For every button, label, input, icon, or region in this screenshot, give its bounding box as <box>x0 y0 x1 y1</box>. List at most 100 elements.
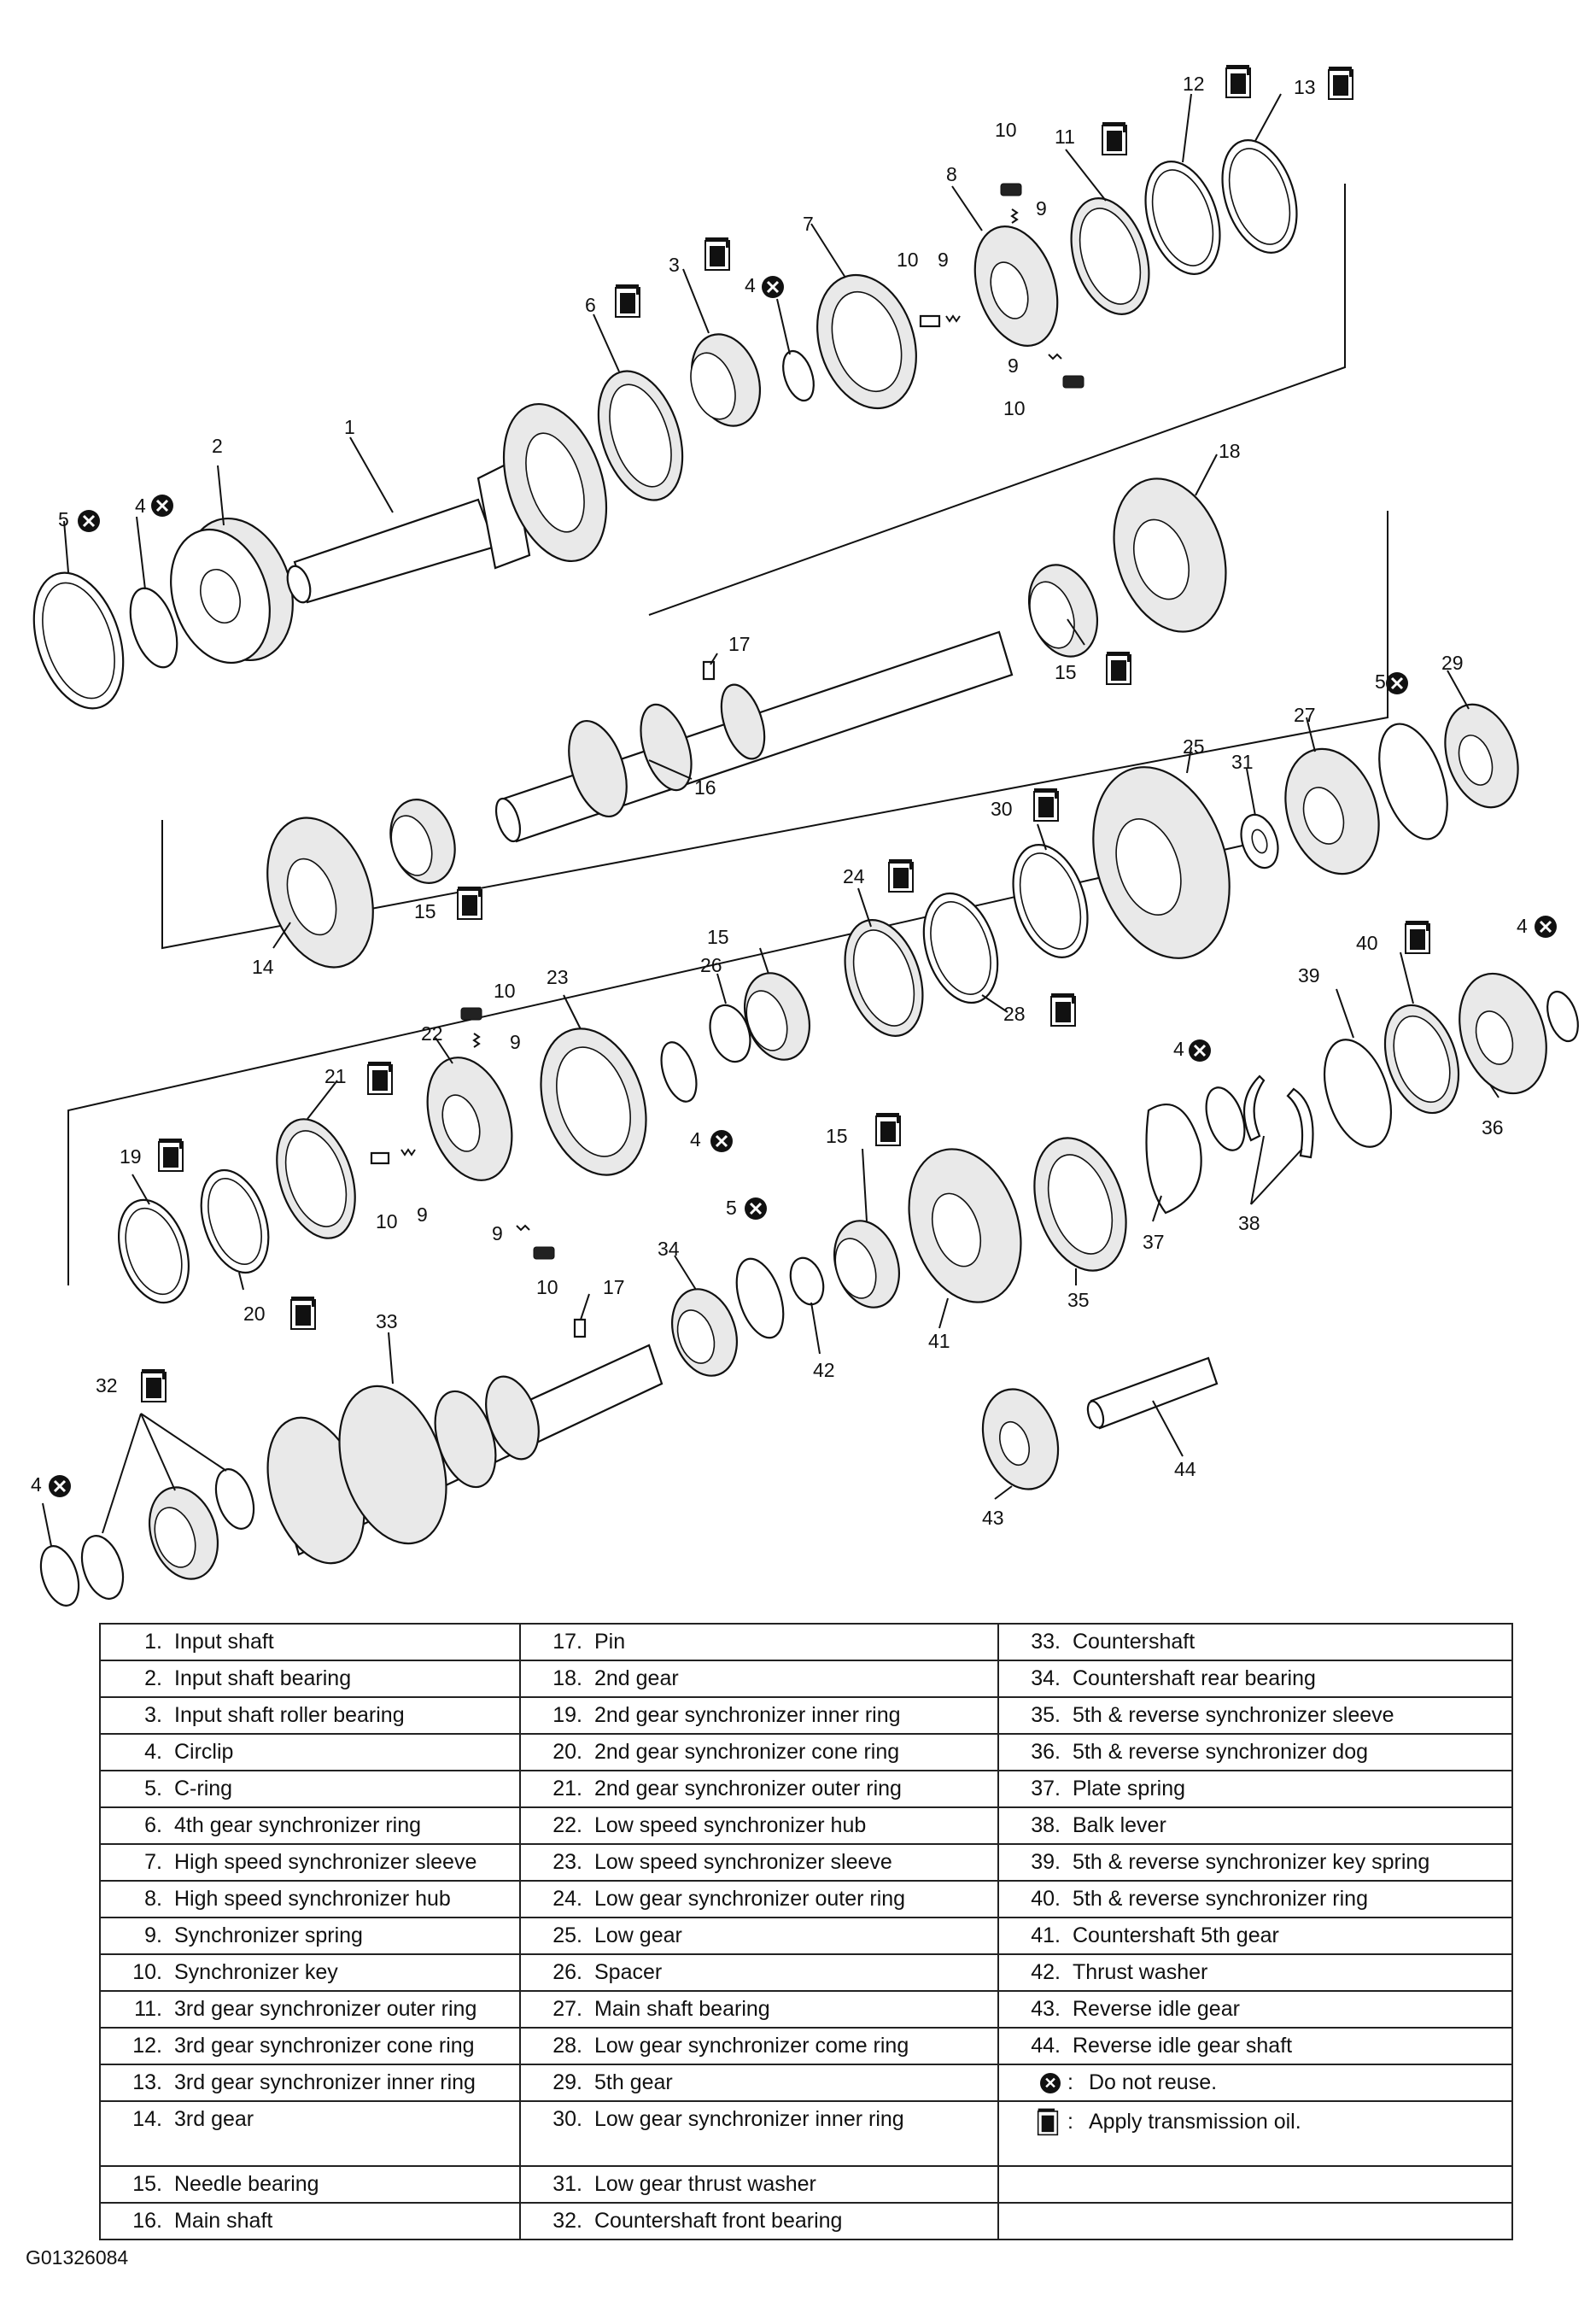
callouts: 1 2 3 4 4 5 5 6 7 8 9 9 9 10 10 10 11 12… <box>31 73 1528 1529</box>
legend-number: 42. <box>1031 1960 1061 1984</box>
legend-number: 37. <box>1031 1777 1061 1800</box>
callout-9: 9 <box>417 1203 428 1226</box>
legend-number: 32. <box>552 2209 582 2233</box>
legend-item: 44.Reverse idle gear shaft <box>997 2027 1513 2065</box>
legend-name: Plate spring <box>1073 1777 1186 1800</box>
oil-can-icon <box>141 1368 167 1402</box>
synchronizer-key-10b <box>919 314 941 328</box>
legend-item: 15.Needle bearing <box>99 2165 521 2204</box>
countershaft-rear-bearing-34 <box>671 1288 738 1377</box>
legend-number: 22. <box>552 1813 582 1837</box>
legend-name: Input shaft bearing <box>174 1666 352 1690</box>
callout-33: 33 <box>376 1310 398 1332</box>
circlip-4-bottom <box>39 1545 80 1607</box>
callout-38: 38 <box>1238 1212 1260 1234</box>
legend-item: 39.5th & reverse synchronizer key spring <box>997 1843 1513 1882</box>
do-not-reuse-icon <box>149 493 175 518</box>
legend-name: 3rd gear synchronizer outer ring <box>174 1997 477 2021</box>
legend-name: Low gear synchronizer inner ring <box>594 2107 904 2131</box>
callout-18: 18 <box>1219 440 1241 462</box>
legend-name: C-ring <box>174 1777 233 1800</box>
callout-1: 1 <box>344 416 355 438</box>
legend-item: 21.2nd gear synchronizer outer ring <box>519 1770 999 1808</box>
callout-16: 16 <box>694 776 716 799</box>
low-speed-synchronizer-sleeve-23 <box>540 1028 647 1176</box>
oil-can-icon <box>1037 2108 1059 2136</box>
reverse-idle-gear-43 <box>981 1388 1060 1490</box>
do-not-reuse-icon <box>47 1473 73 1499</box>
legend-item: 42.Thrust washer <box>997 1953 1513 1992</box>
legend-number: 13. <box>132 2070 162 2094</box>
pin-17-lower <box>573 1318 587 1338</box>
legend-item: 38.Balk lever <box>997 1806 1513 1845</box>
callout-12: 12 <box>1183 73 1205 95</box>
callout-23: 23 <box>547 966 569 988</box>
callout-42: 42 <box>813 1359 835 1381</box>
legend-name: 3rd gear synchronizer cone ring <box>174 2034 475 2058</box>
legend-item: 4. Circlip <box>99 1733 521 1771</box>
legend-name: 5th gear <box>594 2070 673 2094</box>
legend-name: 2nd gear synchronizer outer ring <box>594 1777 902 1800</box>
5th-reverse-synchronizer-sleeve-35 <box>1033 1137 1127 1272</box>
callout-2: 2 <box>212 435 223 457</box>
legend-name: Countershaft <box>1073 1630 1196 1654</box>
synchronizer-spring-9a <box>1010 208 1019 224</box>
legend-number: 14. <box>132 2107 162 2131</box>
callout-15: 15 <box>826 1125 848 1147</box>
callout-15: 15 <box>414 900 436 922</box>
legend-item: 13.3rd gear synchronizer inner ring <box>99 2064 521 2102</box>
callout-35: 35 <box>1067 1289 1090 1311</box>
legend-number: 23. <box>552 1850 582 1874</box>
legend-number: 5. <box>144 1777 162 1800</box>
legend-item: 23.Low speed synchronizer sleeve <box>519 1843 999 1882</box>
callout-14: 14 <box>252 956 274 978</box>
reverse-idle-gear-shaft-44 <box>1086 1356 1219 1430</box>
legend-name: 2nd gear synchronizer inner ring <box>594 1703 901 1727</box>
input-shaft-bearing-2 <box>170 517 294 665</box>
callout-9: 9 <box>510 1031 521 1053</box>
legend-separator: : <box>1067 2109 1073 2134</box>
synchronizer-spring-9e <box>400 1148 416 1156</box>
legend-name: Synchronizer spring <box>174 1923 363 1947</box>
legend-number: 1. <box>144 1630 162 1654</box>
legend-empty-cell <box>997 2165 1513 2204</box>
callout-10: 10 <box>376 1210 398 1232</box>
legend-symbol-text: Do not reuse. <box>1088 2070 1218 2094</box>
legend-item: 7.High speed synchronizer sleeve <box>99 1843 521 1882</box>
legend-name: Balk lever <box>1073 1813 1166 1837</box>
oil-can-icon <box>158 1138 184 1172</box>
legend-number: 7. <box>144 1850 162 1874</box>
legend-item: 5. C-ring <box>99 1770 521 1808</box>
legend-number: 2. <box>144 1666 162 1690</box>
oil-can-icon <box>1405 920 1430 954</box>
legend-name: Circlip <box>174 1740 234 1764</box>
do-not-reuse-icon <box>1384 670 1410 696</box>
do-not-reuse-icon <box>76 508 102 534</box>
exploded-view-diagram: 1 2 3 4 4 5 5 6 7 8 9 9 9 10 10 10 11 12… <box>31 64 1579 1607</box>
legend-number: 10. <box>132 1960 162 1984</box>
4th-gear-synchronizer-ring-6 <box>597 370 684 501</box>
callout-9: 9 <box>938 249 949 271</box>
countershaft-5th-gear-41 <box>908 1148 1022 1303</box>
legend-number: 4. <box>144 1740 162 1764</box>
legend-number: 41. <box>1031 1923 1061 1947</box>
legend-name: Input shaft <box>174 1630 274 1654</box>
synchronizer-spring-9f <box>516 1224 530 1232</box>
legend-item: 36.5th & reverse synchronizer dog <box>997 1733 1513 1771</box>
pin-17 <box>702 660 716 681</box>
legend-number: 36. <box>1031 1740 1061 1764</box>
legend-item: 27.Main shaft bearing <box>519 1990 999 2029</box>
synchronizer-key-10e <box>370 1151 390 1165</box>
legend-item: 6.4th gear synchronizer ring <box>99 1806 521 1845</box>
legend-number: 25. <box>552 1923 582 1947</box>
c-ring-5-lower <box>735 1257 785 1339</box>
callout-13: 13 <box>1294 76 1316 98</box>
key-spring-39 <box>1324 1039 1392 1148</box>
legend-name: Synchronizer key <box>174 1960 338 1984</box>
